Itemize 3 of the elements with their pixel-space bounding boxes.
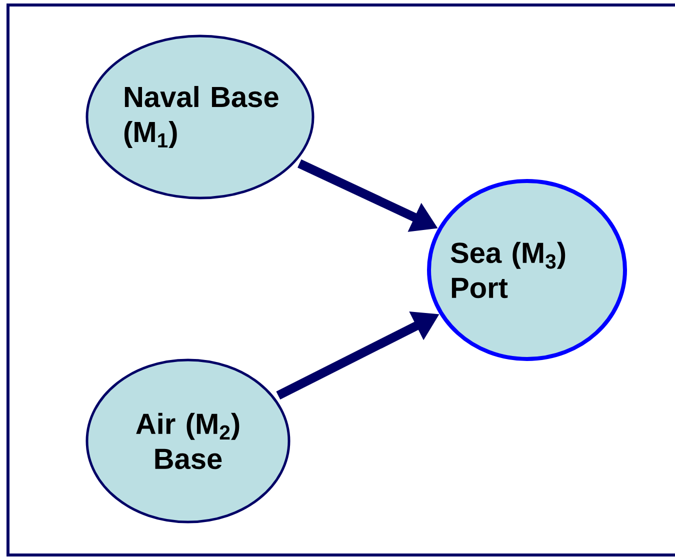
ellipse-node: Air (M$_{2}$) Base [86,358,290,524]
ellipse-node: Sea (M$_{3}$) Port [427,179,627,361]
ellipse-node: Naval Base (M$_{1}$) [86,34,314,200]
